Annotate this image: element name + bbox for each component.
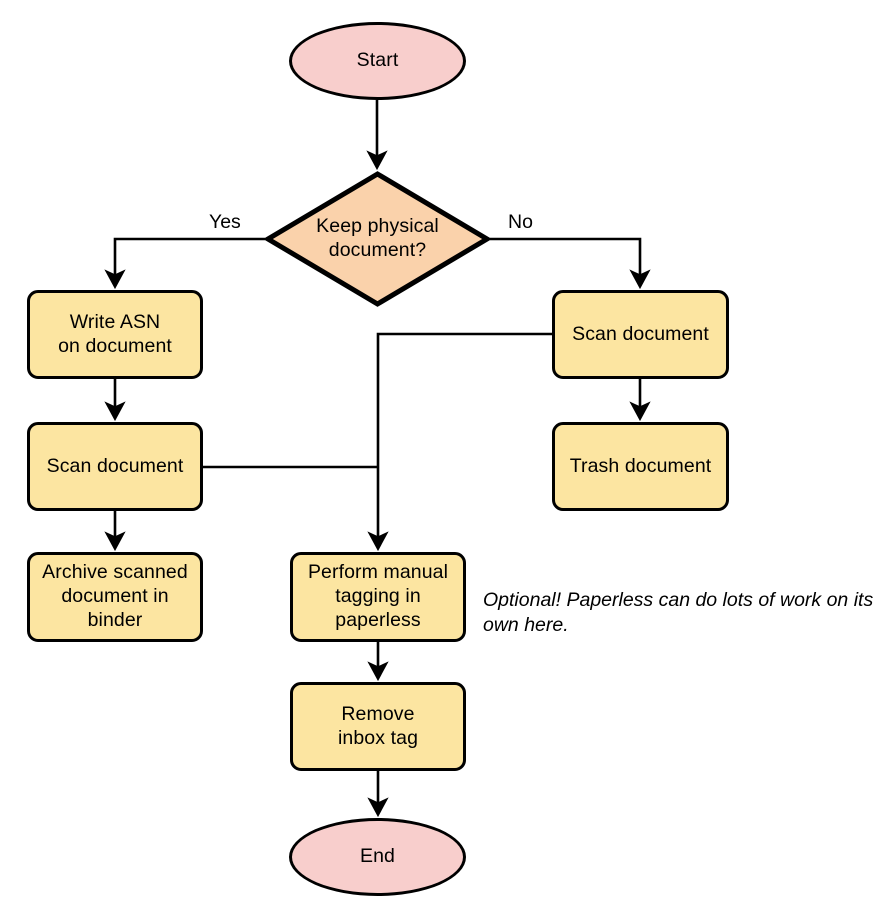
node-trash-label: Trash document bbox=[569, 454, 712, 477]
node-tagging-label: Perform manual tagging in paperless bbox=[307, 561, 449, 631]
node-scan-document-left[interactable]: Scan document bbox=[27, 422, 203, 511]
node-start-label: Start bbox=[356, 49, 399, 72]
node-start[interactable]: Start bbox=[289, 22, 466, 100]
node-scan-left-label: Scan document bbox=[46, 454, 184, 477]
edge-decision-to-scan-right bbox=[490, 237, 651, 290]
node-archive-scanned-document[interactable]: Archive scanned document in binder bbox=[27, 552, 203, 642]
optional-note-annotation: Optional! Paperless can do lots of work … bbox=[483, 589, 874, 637]
node-decision-label: Keep physical document? bbox=[316, 215, 439, 261]
node-keep-physical-document-decision[interactable]: Keep physical document? bbox=[265, 171, 490, 307]
node-scan-document-right[interactable]: Scan document bbox=[552, 290, 729, 379]
node-archive-label: Archive scanned document in binder bbox=[42, 561, 188, 631]
node-end[interactable]: End bbox=[289, 818, 466, 896]
node-write-asn-on-document[interactable]: Write ASN on document bbox=[27, 290, 203, 379]
edge-decision-to-write-asn bbox=[104, 237, 265, 290]
node-write-asn-label: Write ASN on document bbox=[58, 310, 172, 357]
edge-label-yes: Yes bbox=[209, 211, 241, 233]
node-trash-document[interactable]: Trash document bbox=[552, 422, 729, 511]
edge-label-no: No bbox=[508, 211, 533, 233]
node-perform-manual-tagging[interactable]: Perform manual tagging in paperless bbox=[290, 552, 466, 642]
edge-scan-right-to-tagging bbox=[367, 332, 552, 552]
node-end-label: End bbox=[360, 845, 395, 868]
diamond-shape bbox=[265, 171, 490, 307]
node-remove-inbox-label: Remove inbox tag bbox=[337, 702, 419, 749]
node-scan-right-label: Scan document bbox=[572, 322, 709, 345]
node-remove-inbox-tag[interactable]: Remove inbox tag bbox=[290, 682, 466, 771]
